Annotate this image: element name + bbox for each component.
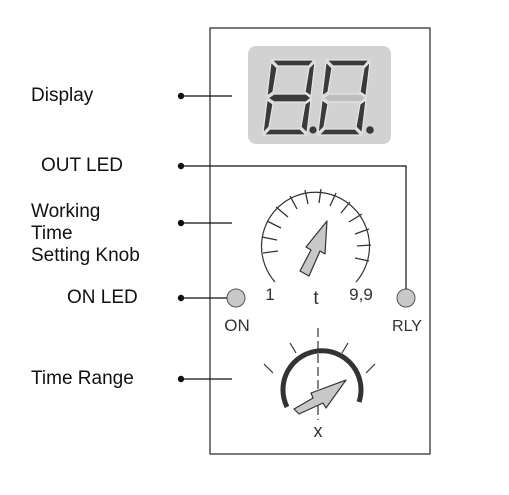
time-range-knob[interactable]: x	[263, 328, 376, 441]
on-led-label: ON	[224, 316, 250, 335]
display-window	[248, 46, 391, 144]
callout-dots	[177, 92, 185, 383]
range-knob-symbol: x	[314, 421, 323, 441]
range-knob-pointer-arrow	[293, 379, 347, 415]
time-knob-min-label: 1	[265, 285, 274, 304]
callout-on-led: ON LED	[67, 287, 138, 308]
time-knob-pointer-arrow	[299, 220, 328, 277]
on-led	[226, 288, 246, 308]
callout-out-led: OUT LED	[41, 155, 124, 176]
time-knob-scale-arc	[260, 191, 371, 283]
callout-working-time-line3: Setting Knob	[31, 245, 140, 266]
working-time-knob[interactable]: 1 t 9,9	[260, 188, 373, 309]
callout-working-time-line2: Time	[31, 223, 73, 244]
range-knob-arc	[280, 348, 364, 409]
callout-time-range: Time Range	[31, 368, 134, 389]
time-knob-symbol: t	[313, 288, 319, 309]
callout-display: Display	[31, 85, 94, 106]
display-decimal-2	[366, 126, 374, 134]
callout-working-time-line1: Working	[31, 201, 101, 222]
range-knob-ticks	[263, 342, 376, 374]
seven-segment-display	[262, 59, 374, 136]
relay-led-label: RLY	[392, 318, 422, 335]
display-digit-1	[262, 59, 316, 136]
relay-led	[396, 288, 416, 308]
callout-leaders	[181, 95, 407, 380]
time-knob-ticks	[261, 188, 372, 262]
time-knob-max-label: 9,9	[349, 285, 373, 304]
display-digit-2	[317, 59, 371, 136]
display-decimal-1	[309, 126, 317, 134]
